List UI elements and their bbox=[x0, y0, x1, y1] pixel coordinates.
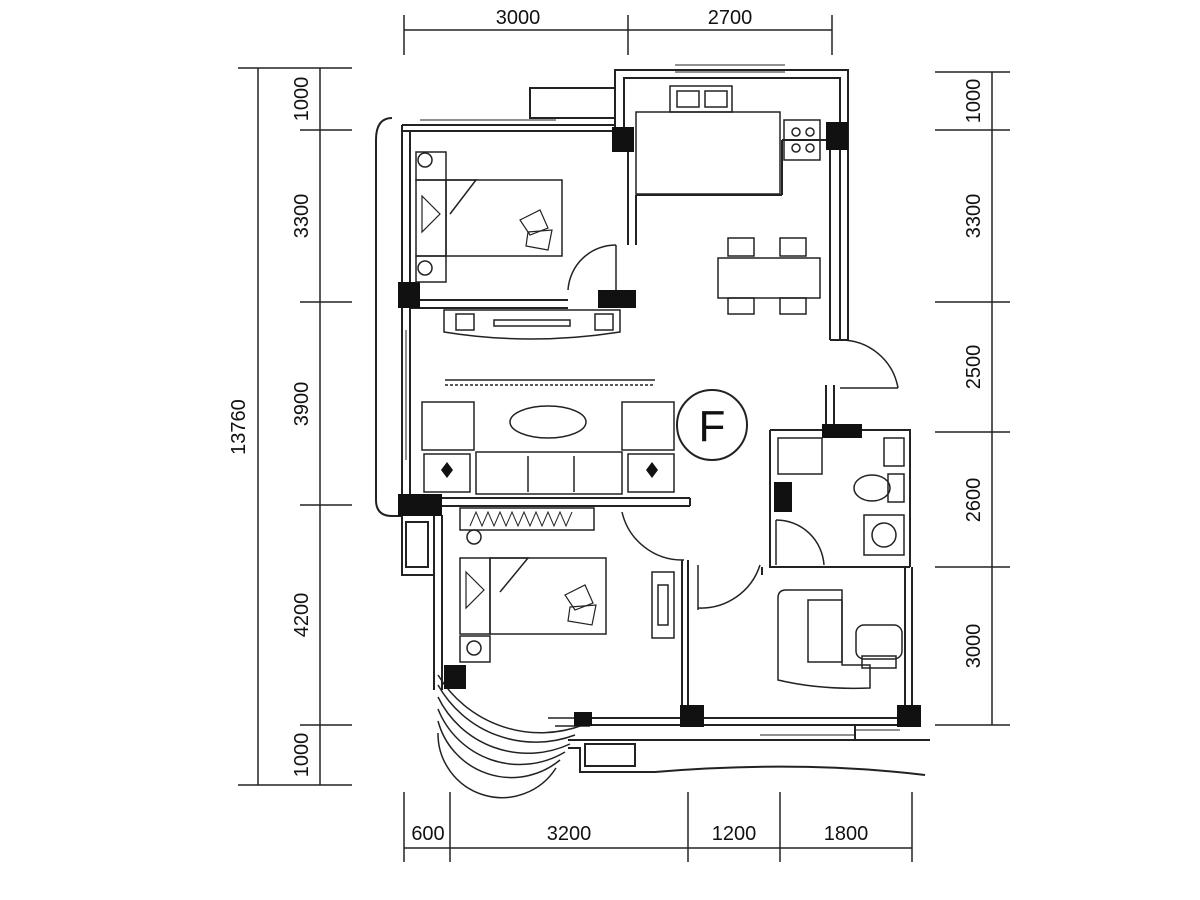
dim-bottom-3: 1200 bbox=[712, 823, 757, 845]
furniture bbox=[415, 85, 905, 690]
dim-right-1: 1000 bbox=[963, 79, 985, 124]
plan-type-label: F bbox=[699, 402, 726, 451]
dim-left-1: 1000 bbox=[291, 77, 313, 122]
dim-right-2: 3300 bbox=[963, 194, 985, 239]
dim-top-1: 3000 bbox=[496, 7, 541, 29]
windows bbox=[405, 64, 900, 736]
dim-left-4: 4200 bbox=[291, 593, 313, 638]
dim-bottom-1: 600 bbox=[411, 823, 444, 845]
dim-right-3: 2500 bbox=[963, 345, 985, 390]
dim-right-4: 2600 bbox=[963, 478, 985, 523]
dim-left-2: 3300 bbox=[291, 194, 313, 239]
columns bbox=[398, 122, 921, 727]
lamp-markers bbox=[441, 462, 658, 478]
doors bbox=[567, 244, 899, 610]
dim-left-3: 3900 bbox=[291, 382, 313, 427]
dimension-lines bbox=[238, 15, 1010, 862]
dim-bottom-2: 3200 bbox=[547, 823, 592, 845]
dim-bottom-4: 1800 bbox=[824, 823, 869, 845]
dim-left-total: 13760 bbox=[228, 399, 250, 455]
curved-balcony bbox=[437, 674, 590, 799]
dim-left-5: 1000 bbox=[291, 733, 313, 778]
bed-decor bbox=[421, 194, 597, 626]
dim-right-5: 3000 bbox=[963, 624, 985, 669]
dim-top-2: 2700 bbox=[708, 7, 753, 29]
